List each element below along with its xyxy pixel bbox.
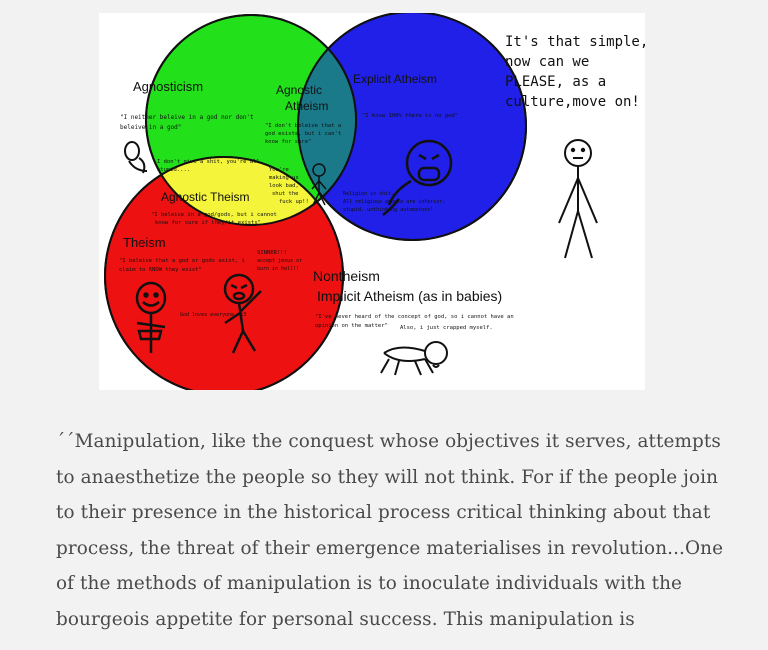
quote-line: ´´Manipulation, like the conquest whose … <box>56 431 721 452</box>
baby-quote-line: opinion on the matter" <box>315 323 388 329</box>
agnostic-shrug-figure-icon <box>124 141 148 174</box>
quote-line: to their presence in the historical proc… <box>56 502 711 524</box>
agnostic-atheism-aside-line: look bad, <box>269 183 299 189</box>
baby-aside: Also, i just crapped myself. <box>400 325 493 331</box>
agnostic-theism-label: Agnostic Theism <box>161 190 249 204</box>
quote-line: process, the threat of their emergence m… <box>56 537 724 559</box>
nontheism-label: Nontheism <box>313 268 380 284</box>
explicit-atheism-rant-line: All religious people are inferior, <box>343 199 445 205</box>
agnostic-theism-quote-line: know for sure if they/it exists" <box>155 220 261 226</box>
smart-stick-figure-icon <box>558 139 598 259</box>
simple-line: It's that simple, <box>505 34 645 50</box>
theism-quote-line: "I beleive that a god or gods exist, i <box>119 258 245 264</box>
implicit-atheism-label: Implicit Atheism (as in babies) <box>317 288 502 304</box>
simple-line: now can we <box>505 54 589 70</box>
explicit-atheism-quote: "I know 100% there is no god" <box>362 113 458 119</box>
explicit-atheism-rant-line: Religion is shit. <box>343 191 394 197</box>
agnostic-atheism-quote-line: god exists, but i can't <box>265 131 341 137</box>
crawling-baby-figure-icon <box>380 341 448 376</box>
simple-line: PLEASE, as a <box>505 74 606 90</box>
venn-diagram: Agnosticism "I neither beleive in a god … <box>104 13 645 390</box>
agnosticism-label: Agnosticism <box>133 79 203 94</box>
agnosticism-aside-line: I don't give a shit, you're all <box>157 159 260 165</box>
stick-figure-icon <box>311 163 327 206</box>
agnostic-atheism-aside-line: You're <box>269 167 289 173</box>
agnostic-atheism-label: Atheism <box>285 99 328 113</box>
theism-label: Theism <box>123 235 166 250</box>
theism-quote-line: claim to KNOW they exist" <box>119 267 202 273</box>
quote-line: bourgeois appetite for personal success.… <box>56 608 635 630</box>
explicit-atheism-label: Explicit Atheism <box>353 72 437 86</box>
agnostic-atheism-aside-line: shut the <box>272 191 299 197</box>
agnosticism-aside-line: stupid.... <box>157 167 190 173</box>
agnostic-theism-quote-line: "I beleive in a god/gods, but i cannot <box>151 212 277 218</box>
venn-diagram-image[interactable]: Agnosticism "I neither beleive in a god … <box>99 13 645 390</box>
quote-line: to anaesthetize the people so they will … <box>56 466 719 488</box>
agnostic-atheism-label: Agnostic <box>276 83 322 97</box>
simple-line: culture,move on! <box>505 94 640 110</box>
agnostic-atheism-aside-line: fuck up!! <box>279 199 309 205</box>
quote-paragraph: ´´Manipulation, like the conquest whose … <box>56 424 746 638</box>
angry-atheist-figure-icon <box>382 139 453 216</box>
agnosticism-quote-line: beleive in a god" <box>120 124 181 131</box>
sinner-line: accept jesus or <box>257 258 302 264</box>
agnostic-atheism-aside-line: making us <box>269 175 299 181</box>
agnostic-atheism-quote-line: know for sure" <box>265 139 311 145</box>
sinner-line: burn in hell!! <box>257 266 299 272</box>
smiling-theist-figure-icon <box>135 281 167 353</box>
god-loves-text: God loves everyone. <3 <box>180 312 246 318</box>
sinner-line: SINNER!!! <box>257 250 287 256</box>
agnostic-atheism-quote-line: "I don't beleive that a <box>265 123 341 129</box>
baby-quote-line: "I've never heard of the concept of god,… <box>315 314 514 320</box>
agnosticism-quote-line: "I neither beleive in a god nor don't <box>120 114 254 121</box>
quote-line: of the methods of manipulation is to ino… <box>56 573 683 595</box>
sinner-shouting-figure-icon <box>223 273 262 354</box>
